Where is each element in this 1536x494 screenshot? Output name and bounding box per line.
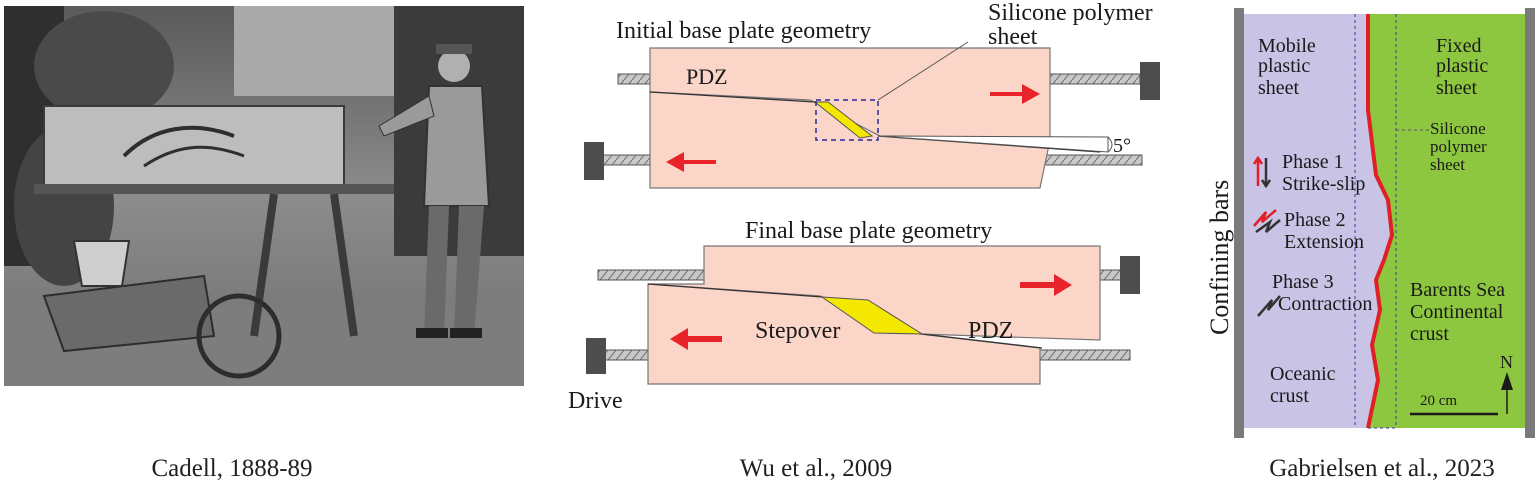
phase2-label-a: Phase 2 [1284, 209, 1346, 231]
north-arrow-icon [1501, 372, 1513, 414]
barents-label-3: crust [1410, 323, 1449, 345]
final-rod-top-right [1099, 269, 1123, 281]
final-rod-bottom-left [603, 349, 649, 361]
pdz-line-top [649, 91, 816, 103]
silicone-label-line2: sheet [988, 24, 1038, 50]
stepover-initial [813, 101, 874, 139]
gabrielsen-diagram: Confining bars Mobile plastic sheet Fixe… [1200, 0, 1536, 445]
confining-bar-left [1234, 8, 1244, 438]
initial-title: Initial base plate geometry [616, 18, 871, 44]
left-arrow-top [666, 152, 716, 172]
mobile-label-1: Mobile [1258, 35, 1316, 57]
phase1-strike-slip-icon [1252, 155, 1272, 189]
phase2-extension-icon [1253, 209, 1281, 234]
final-title: Final base plate geometry [745, 218, 992, 244]
silicone-label-2: polymer [1430, 137, 1487, 156]
final-bolt-left [586, 338, 606, 374]
pdz-line-bottom [647, 283, 823, 298]
base-plate-diagram: Initial base plate geometry Silicone pol… [560, 0, 1200, 420]
scale-label: 20 cm [1420, 393, 1457, 409]
phase1-label-b: Strike-slip [1282, 173, 1365, 195]
silicone-label-line1: Silicone polymer [988, 0, 1153, 26]
confining-bars-label: Confining bars [1205, 180, 1234, 335]
phase3-contraction-icon [1257, 295, 1281, 317]
drive-label: Drive [568, 388, 623, 414]
final-bolt-right [1120, 256, 1140, 294]
barents-label-2: Continental [1410, 301, 1504, 323]
fixed-label-3: sheet [1436, 77, 1478, 99]
pdz-bottom-label: PDZ [968, 318, 1013, 344]
fixed-label-2: plastic [1436, 55, 1488, 77]
right-arrow-bottom [1020, 274, 1072, 296]
dashed-focus-box [815, 99, 879, 141]
phase2-label-b: Extension [1284, 231, 1364, 253]
historical-photo [4, 6, 524, 386]
final-rod-top-left [597, 269, 705, 281]
angle-label: 5° [1113, 135, 1131, 157]
silicone-label-3: sheet [1430, 155, 1465, 174]
top-bolt-right [1140, 62, 1160, 100]
top-rod-left [617, 73, 651, 85]
fault-boundary [1366, 14, 1395, 429]
gabrielsen-svg: Confining bars Mobile plastic sheet Fixe… [1205, 8, 1535, 438]
top-rod-right [1049, 73, 1141, 85]
mobile-label-3: sheet [1258, 77, 1300, 99]
angle-wedge [877, 135, 1109, 153]
caption-right: Gabrielsen et al., 2023 [1269, 455, 1495, 482]
stepover-final [820, 296, 924, 335]
caption-middle: Wu et al., 2009 [739, 455, 893, 482]
silicone-leader-line [877, 41, 969, 101]
silicone-label-1: Silicone [1430, 119, 1486, 138]
photo-illustration [4, 6, 524, 386]
fixed-sheet [1368, 14, 1525, 428]
mobile-sheet [1244, 14, 1374, 428]
right-arrow-top [990, 84, 1040, 104]
phase3-label-b: Contraction [1278, 293, 1372, 315]
confining-bar-right [1525, 8, 1535, 438]
caption-left: Cadell, 1888-89 [151, 455, 313, 482]
phase3-label-a: Phase 3 [1272, 271, 1334, 293]
stepover-label: Stepover [755, 318, 840, 344]
phase1-label-a: Phase 1 [1282, 151, 1344, 173]
oceanic-label-1: Oceanic [1270, 363, 1336, 385]
left-arrow-bottom [670, 328, 722, 350]
base-plate-svg: Initial base plate geometry Silicone pol… [568, 0, 1160, 414]
pdz-line-bottom-right [921, 333, 1043, 349]
pdz-top-label: PDZ [686, 64, 728, 89]
mobile-label-2: plastic [1258, 55, 1310, 77]
bottom-bolt-left [584, 142, 604, 180]
barents-label-1: Barents Sea [1410, 279, 1505, 301]
fixed-label-1: Fixed [1436, 35, 1482, 57]
north-label: N [1500, 352, 1513, 372]
final-rod-bottom-right [1029, 349, 1131, 361]
oceanic-label-2: crust [1270, 385, 1309, 407]
